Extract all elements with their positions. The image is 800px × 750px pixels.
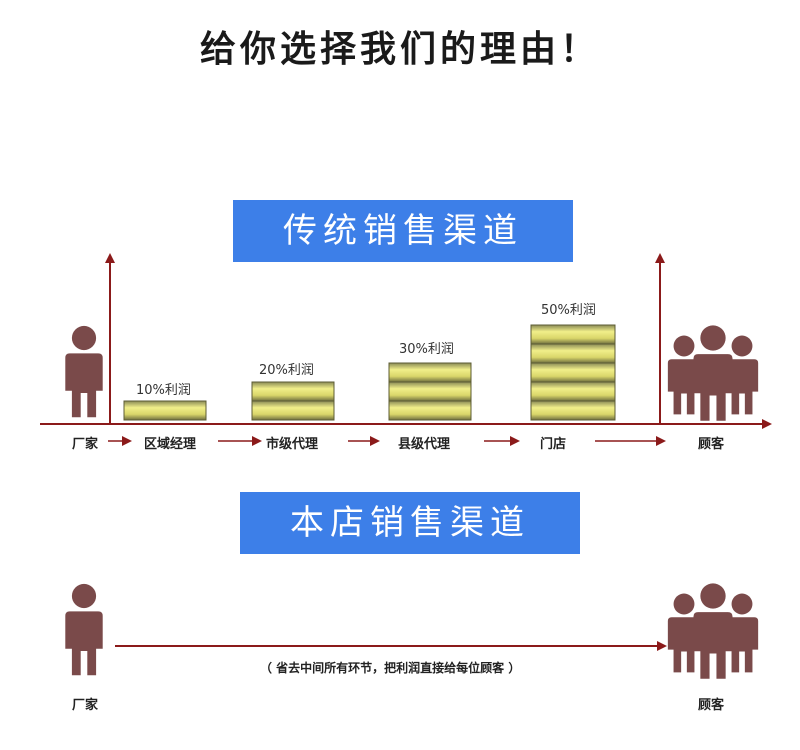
coin-stack-layer bbox=[388, 362, 472, 383]
profit-label-county: 30%利润 bbox=[399, 342, 454, 357]
profit-stacks bbox=[123, 324, 616, 421]
coin-stack-layer bbox=[251, 400, 335, 421]
customer-group-icon-2 bbox=[667, 583, 759, 679]
profit-label-regional: 10%利润 bbox=[136, 383, 191, 398]
coin-stack-layer bbox=[388, 400, 472, 421]
coin-stack-layer bbox=[530, 343, 616, 364]
traditional-channel-heading: 传统销售渠道 bbox=[233, 200, 573, 262]
coin-stack-layer bbox=[530, 381, 616, 402]
profit-label-city: 20%利润 bbox=[259, 363, 314, 378]
coin-stack-layer bbox=[530, 400, 616, 421]
node-store: 门店 bbox=[540, 437, 567, 452]
factory-person-icon-2 bbox=[65, 583, 103, 676]
customer-group-icon bbox=[667, 325, 759, 421]
factory-person-icon bbox=[65, 325, 103, 418]
our-node-customer: 顾客 bbox=[698, 698, 725, 713]
page-title: 给你选择我们的理由！ bbox=[199, 28, 600, 70]
coin-stack-layer bbox=[123, 400, 207, 421]
node-factory: 厂家 bbox=[72, 437, 99, 452]
node-customer: 顾客 bbox=[698, 437, 725, 452]
node-city-agent: 市级代理 bbox=[266, 437, 319, 452]
coin-stack-layer bbox=[251, 381, 335, 402]
our-channel-heading: 本店销售渠道 bbox=[240, 492, 580, 554]
our-node-factory: 厂家 bbox=[72, 698, 99, 713]
node-county-agent: 县级代理 bbox=[398, 437, 451, 452]
node-regional-manager: 区域经理 bbox=[144, 437, 197, 452]
traditional-axis bbox=[40, 253, 772, 429]
coin-stack-layer bbox=[530, 362, 616, 383]
profit-label-store: 50%利润 bbox=[541, 303, 596, 318]
direct-channel-note: （ 省去中间所有环节，把利润直接给每位顾客 ） bbox=[260, 661, 521, 675]
coin-stack-layer bbox=[530, 324, 616, 345]
coin-stack-layer bbox=[388, 381, 472, 402]
